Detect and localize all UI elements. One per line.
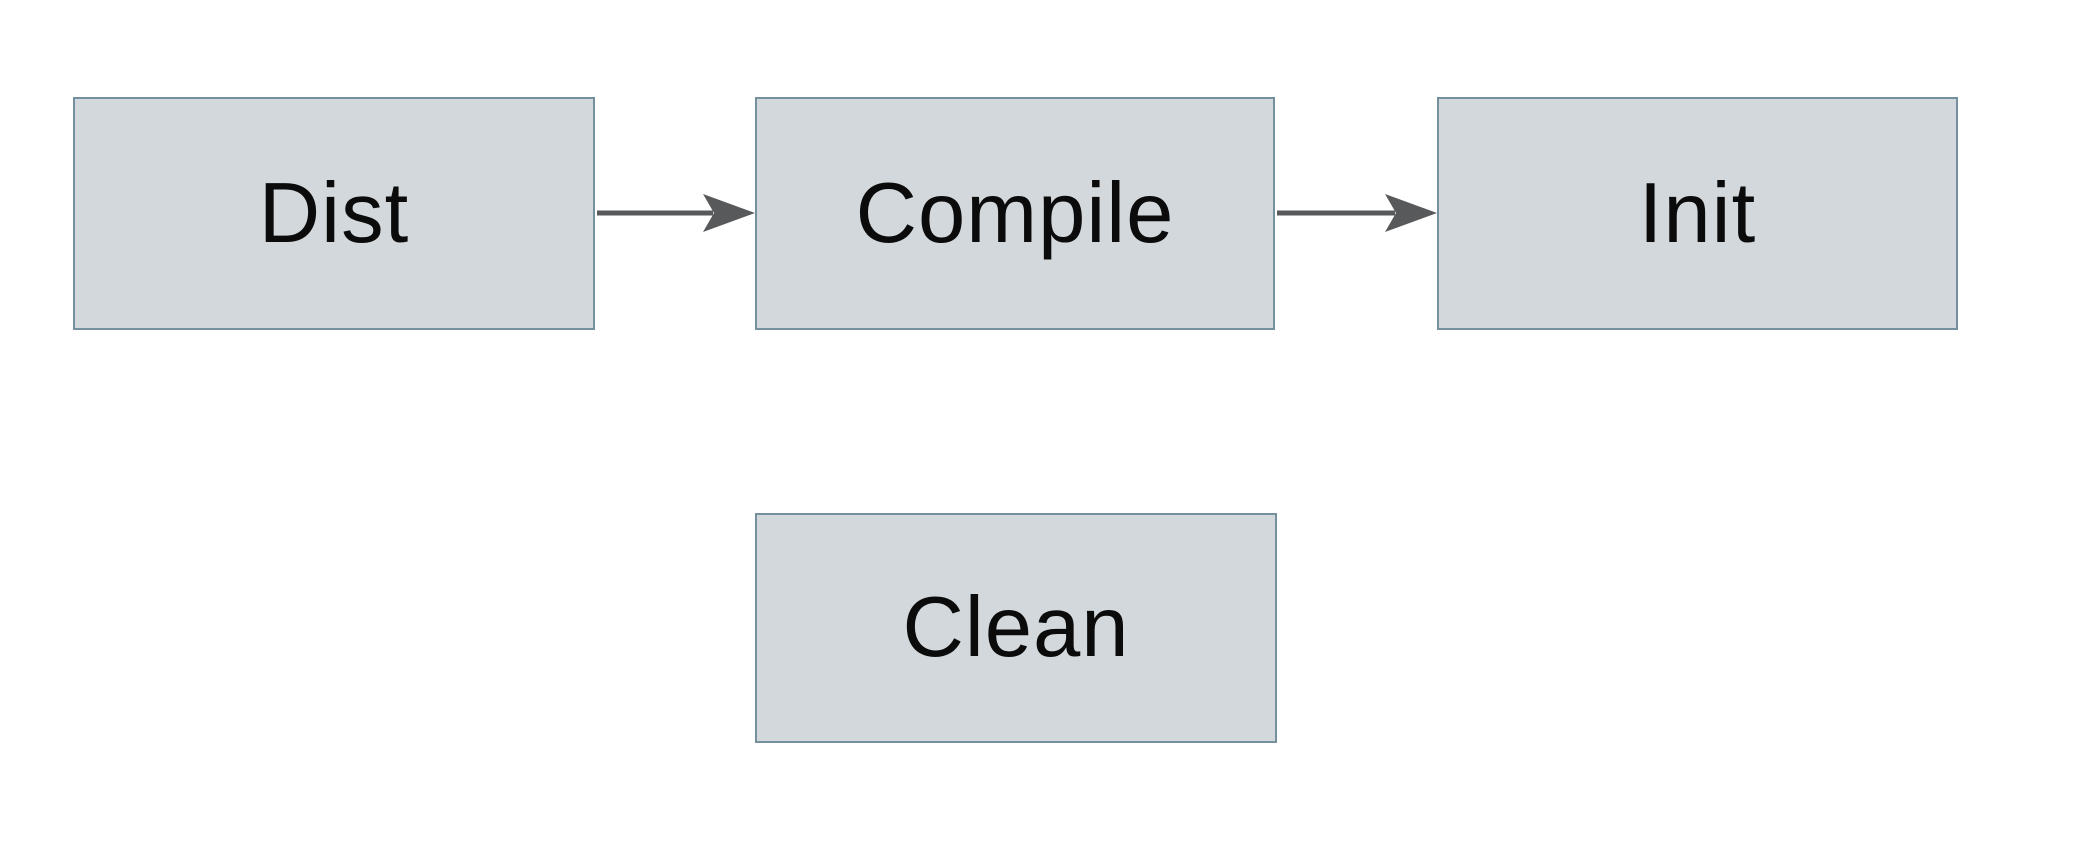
flow-node-compile[interactable]: Compile — [755, 97, 1275, 330]
flow-node-init-label: Init — [1638, 165, 1757, 261]
flow-node-init[interactable]: Init — [1437, 97, 1958, 330]
flow-node-dist-label: Dist — [258, 165, 410, 261]
flow-node-clean-label: Clean — [902, 580, 1130, 675]
flow-node-dist[interactable]: Dist — [73, 97, 595, 330]
arrowhead-right-icon — [703, 194, 755, 232]
flow-node-clean[interactable]: Clean — [755, 513, 1277, 743]
arrowhead-right-icon — [1385, 194, 1437, 232]
connector-dist-to-compile[interactable] — [597, 194, 755, 232]
connector-compile-to-init[interactable] — [1277, 194, 1437, 232]
flow-node-compile-label: Compile — [855, 165, 1175, 261]
